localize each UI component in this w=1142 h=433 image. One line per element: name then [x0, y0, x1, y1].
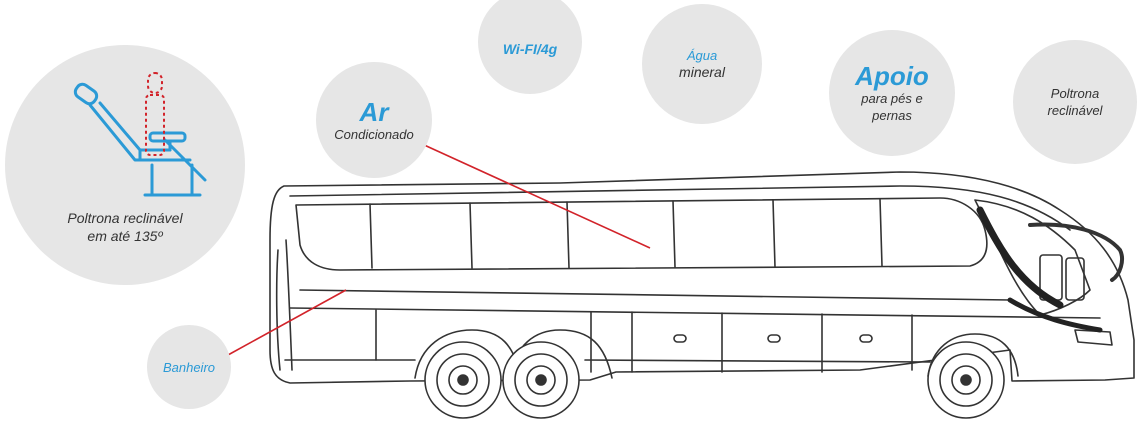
bubble-air-conditioning: Ar Condicionado: [316, 62, 432, 178]
rear-wheel-1: [424, 341, 502, 419]
reclining-seat-icon: [73, 72, 207, 197]
water-line1: Água: [686, 48, 718, 63]
bubble-mineral-water: Água mineral: [642, 4, 762, 124]
seat-135-line2: em até 135º: [87, 228, 163, 244]
seat-line2: reclinável: [1047, 103, 1103, 118]
water-line2: mineral: [679, 64, 725, 80]
ac-pointer-line: [421, 143, 651, 249]
support-line2: pernas: [872, 108, 912, 123]
seat-135-line1: Poltrona reclinável: [67, 210, 183, 226]
side-window-frame: [295, 197, 988, 271]
ac-title: Ar: [359, 96, 389, 127]
support-title: Apoio: [855, 61, 929, 91]
wifi-label: Wi-FI/4g: [502, 41, 558, 57]
bubble-bathroom: Banheiro: [147, 325, 231, 409]
ac-subtitle: Condicionado: [334, 126, 414, 142]
bubble-leg-support: Apoio para pés e pernas: [829, 30, 955, 156]
seat-line1: Poltrona: [1050, 86, 1100, 101]
front-wheel: [927, 341, 1005, 419]
support-line1: para pés e: [861, 91, 923, 106]
bathroom-label: Banheiro: [162, 359, 216, 375]
bubble-reclining-seat: Poltrona reclinável: [1013, 40, 1137, 164]
rear-wheel-2: [502, 341, 580, 419]
bus-body-outline: [269, 171, 1135, 384]
bubble-seat-135: Poltrona reclinável em até 135º: [5, 45, 245, 285]
bubble-wifi: Wi-FI/4g: [478, 0, 582, 94]
bathroom-pointer-line: [227, 289, 347, 356]
